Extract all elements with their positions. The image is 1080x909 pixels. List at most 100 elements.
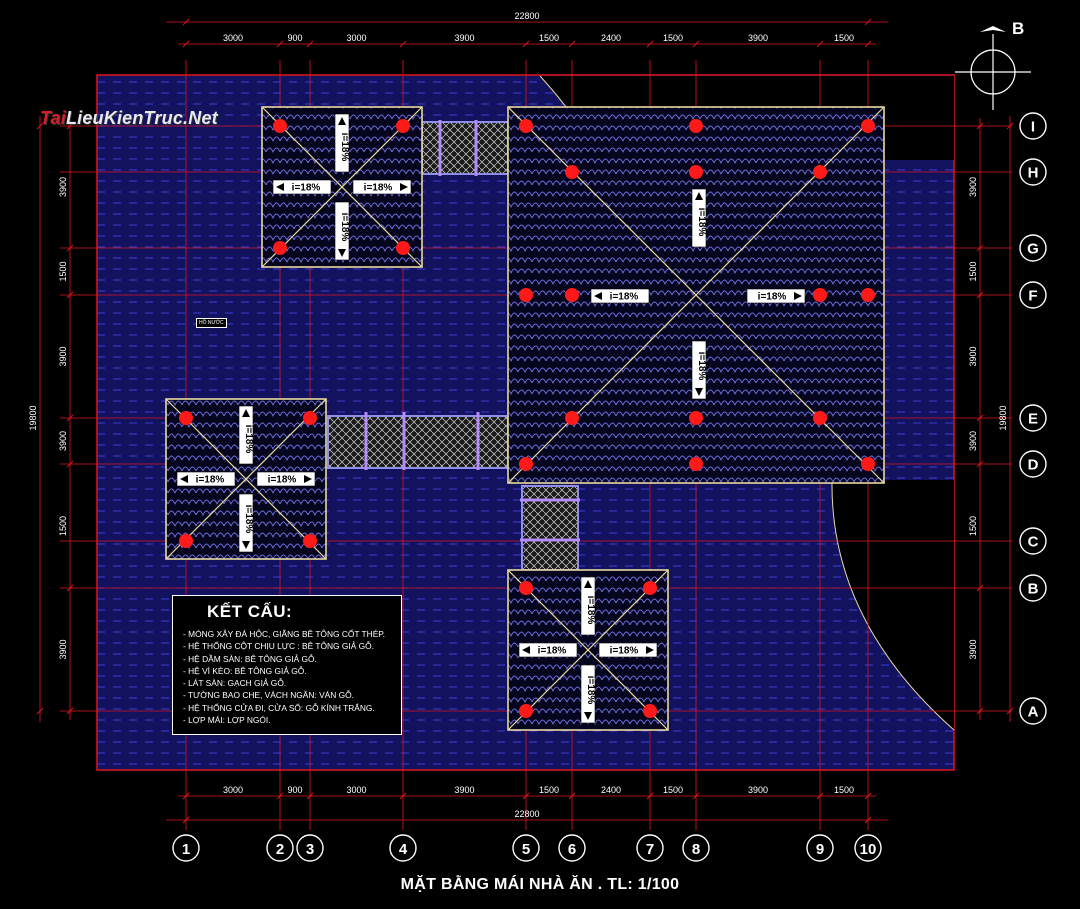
notes-line: - MÓNG XÂY ĐÁ HỘC, GIẰNG BÊ TÔNG CỐT THÉ… [183,629,386,639]
watermark-brand-red: Tai [40,108,66,128]
hip-line [261,106,423,268]
slope-text: i=18% [364,183,393,194]
grid-bubble-10: 10 [854,834,882,862]
column-marker [689,411,703,425]
dimension-text: 1500 [968,261,978,281]
small-label: HỒ NƯỚC [196,318,227,328]
slope-text: i=18% [610,292,639,303]
column-marker [179,534,193,548]
column-marker [861,288,875,302]
grid-bubble-7: 7 [636,834,664,862]
column-marker [565,411,579,425]
slope-text: i=18% [696,352,707,381]
slope-text: i=18% [585,676,596,705]
slope-label: i=18% [334,113,350,173]
dimension-total-text: 22800 [514,809,539,819]
dimension-text: 3000 [346,33,366,43]
column-marker [813,165,827,179]
dimension-text: 3900 [748,33,768,43]
hip-line [165,398,327,560]
slope-text: i=18% [585,596,596,625]
dimension-total-text: 22800 [514,11,539,21]
land-bottom-right [831,480,954,730]
grid-bubble-H: H [1019,158,1047,186]
svg-text:G: G [1027,241,1039,258]
column-marker [813,288,827,302]
slope-label: i=18% [691,340,707,400]
svg-text:1: 1 [182,841,190,858]
dimension-text: 1500 [834,785,854,795]
dimension-text: 3900 [58,177,68,197]
slope-label: i=18% [580,576,596,636]
slope-label: i=18% [590,288,650,304]
svg-text:2: 2 [276,841,284,858]
dimension-text: 900 [287,33,302,43]
notes-line: - LỢP MÁI: LỢP NGÓI. [183,715,271,726]
column-marker [396,119,410,133]
column-marker [179,411,193,425]
slope-label: i=18% [691,188,707,248]
walkways [327,120,580,571]
drawing-caption: MẶT BẰNG MÁI NHÀ ĂN . TL: 1/100 [400,876,680,893]
column-marker [689,165,703,179]
column-marker [519,288,533,302]
svg-text:8: 8 [692,841,700,858]
hip-line [507,569,669,731]
svg-text:D: D [1028,457,1039,474]
dimension-text: 3900 [58,639,68,659]
slope-label: i=18% [256,471,316,487]
notes-line: - HỆ THỐNG CỬA ĐI, CỬA SỔ: GỖ KÍNH TRẮNG… [183,702,375,713]
slope-label: i=18% [518,642,578,658]
column-marker [861,457,875,471]
north-label: B [1012,19,1024,38]
grid-bubble-8: 8 [682,834,710,862]
grid-bubble-I: I [1019,112,1047,140]
svg-text:F: F [1028,288,1037,305]
slope-text: i=18% [758,292,787,303]
svg-text:C: C [1028,534,1039,551]
dimension-text: 900 [287,785,302,795]
dimension-text: 1500 [968,516,978,536]
column-marker [303,411,317,425]
grid-bubble-6: 6 [558,834,586,862]
dimension-text: 1500 [539,33,559,43]
walkway-middle [327,415,509,469]
grid-bubble-4: 4 [389,834,417,862]
slope-label: i=18% [334,201,350,261]
dimension-text: 2400 [601,785,621,795]
dimension-text: 1500 [58,261,68,281]
slope-label: i=18% [580,664,596,724]
dimension-text: 3900 [454,785,474,795]
dimension-text: 2400 [601,33,621,43]
grid-bubble-9: 9 [806,834,834,862]
dimension-text: 3000 [346,785,366,795]
dimension-text: 1500 [58,516,68,536]
dimension-text: 1500 [834,33,854,43]
column-marker [519,457,533,471]
slope-text: i=18% [196,475,225,486]
slope-text: i=18% [696,208,707,237]
notes-line: - TƯỜNG BAO CHE, VÁCH NGĂN: VÁN GỖ. [183,690,355,701]
column-marker [303,534,317,548]
column-marker [565,288,579,302]
grid-bubble-3: 3 [296,834,324,862]
north-arrow-icon [955,26,1031,110]
column-marker [565,165,579,179]
dimension-text: 3900 [968,177,978,197]
notes-line: - HỆ DẦM SÀN: BÊ TÔNG GIẢ GỖ. [183,653,317,664]
dimension-total-text: 19800 [28,405,38,430]
grid-bubble-C: C [1019,527,1047,555]
column-marker [813,411,827,425]
svg-text:9: 9 [816,841,824,858]
dimension-text: 3900 [968,639,978,659]
svg-text:5: 5 [522,841,530,858]
grid-bubble-B: B [1019,574,1047,602]
grid-bubble-F: F [1019,281,1047,309]
svg-text:3: 3 [306,841,314,858]
column-marker [643,704,657,718]
slope-text: i=18% [339,213,350,242]
grid-bubble-A: A [1019,697,1047,725]
slope-text: i=18% [610,646,639,657]
grid-bubble-D: D [1019,450,1047,478]
